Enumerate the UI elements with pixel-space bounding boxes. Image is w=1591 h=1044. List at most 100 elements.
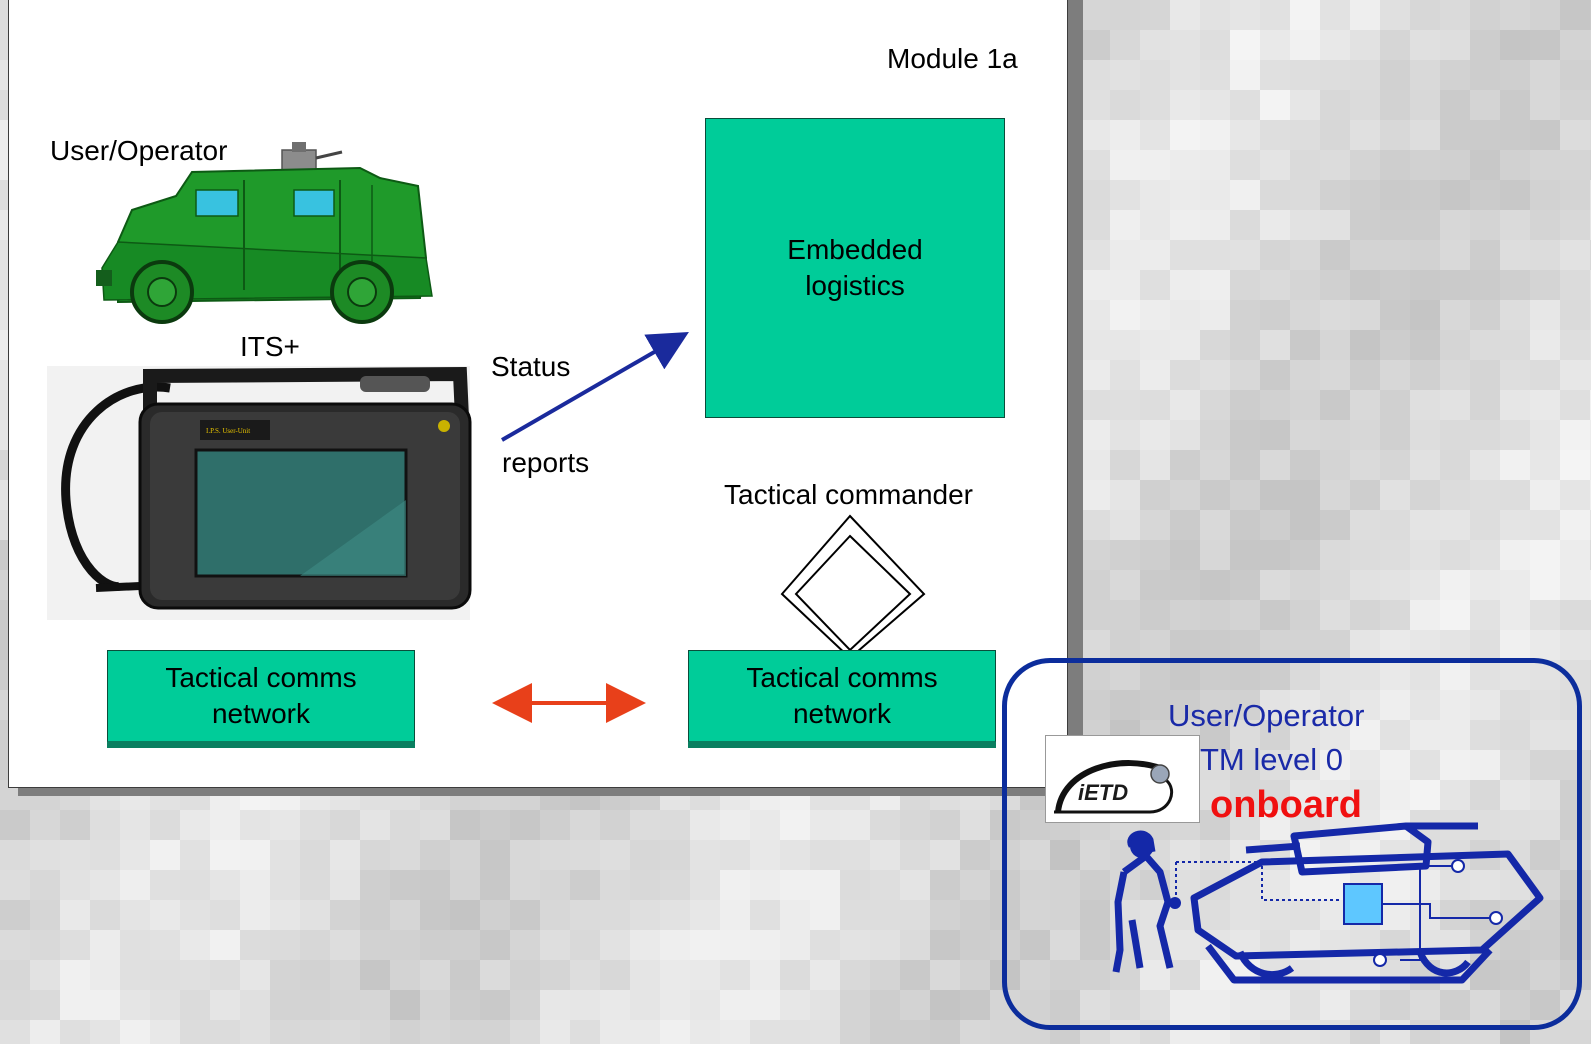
background-tile <box>1410 690 1440 720</box>
background-tile <box>270 900 300 930</box>
background-tile <box>1110 150 1140 180</box>
background-tile <box>420 990 450 1020</box>
background-tile <box>1560 330 1590 360</box>
background-tile <box>180 810 210 840</box>
background-tile <box>1140 690 1170 720</box>
background-tile <box>1440 0 1470 30</box>
background-tile <box>930 960 960 990</box>
background-tile <box>1410 360 1440 390</box>
background-tile <box>1380 390 1410 420</box>
background-tile <box>240 1020 270 1044</box>
background-tile <box>210 960 240 990</box>
background-tile <box>900 870 930 900</box>
background-tile <box>870 870 900 900</box>
background-tile <box>690 810 720 840</box>
background-tile <box>1500 60 1530 90</box>
background-tile <box>630 810 660 840</box>
background-tile <box>1560 1020 1590 1044</box>
background-tile <box>1350 450 1380 480</box>
background-tile <box>1170 450 1200 480</box>
background-tile <box>1260 540 1290 570</box>
background-tile <box>660 990 690 1020</box>
background-tile <box>1050 1020 1080 1044</box>
background-tile <box>900 810 930 840</box>
background-tile <box>1500 420 1530 450</box>
background-tile <box>1470 0 1500 30</box>
background-tile <box>1230 780 1260 810</box>
background-tile <box>1410 180 1440 210</box>
background-tile <box>1140 510 1170 540</box>
background-tile <box>1500 240 1530 270</box>
background-tile <box>720 960 750 990</box>
background-tile <box>150 930 180 960</box>
background-tile <box>1260 750 1290 780</box>
background-tile <box>450 810 480 840</box>
background-tile <box>1530 90 1560 120</box>
background-tile <box>1440 270 1470 300</box>
ietd-logo <box>1045 735 1200 823</box>
background-tile <box>1350 510 1380 540</box>
background-tile <box>0 930 30 960</box>
background-tile <box>120 990 150 1020</box>
background-tile <box>1170 510 1200 540</box>
background-tile <box>1140 210 1170 240</box>
background-tile <box>1200 210 1230 240</box>
background-tile <box>1110 1020 1140 1044</box>
background-tile <box>1110 180 1140 210</box>
background-tile <box>1350 780 1380 810</box>
background-tile <box>1080 540 1110 570</box>
background-tile <box>1200 840 1230 870</box>
background-tile <box>1470 600 1500 630</box>
background-tile <box>1350 300 1380 330</box>
background-tile <box>1410 300 1440 330</box>
background-tile <box>1410 630 1440 660</box>
background-tile <box>900 1020 930 1044</box>
background-tile <box>540 870 570 900</box>
background-tile <box>840 900 870 930</box>
background-tile <box>1230 420 1260 450</box>
background-tile <box>1290 540 1320 570</box>
background-tile <box>1500 180 1530 210</box>
background-tile <box>1290 420 1320 450</box>
background-tile <box>1320 780 1350 810</box>
background-tile <box>1020 840 1050 870</box>
background-tile <box>1230 0 1260 30</box>
background-tile <box>30 870 60 900</box>
background-tile <box>1470 540 1500 570</box>
background-tile <box>900 900 930 930</box>
background-tile <box>1230 510 1260 540</box>
background-tile <box>1260 810 1290 840</box>
background-tile <box>1290 480 1320 510</box>
background-tile <box>1470 330 1500 360</box>
background-tile <box>1440 600 1470 630</box>
background-tile <box>1290 720 1320 750</box>
background-tile <box>900 840 930 870</box>
background-tile <box>1500 540 1530 570</box>
background-tile <box>1530 120 1560 150</box>
background-tile <box>1290 0 1320 30</box>
background-tile <box>1260 60 1290 90</box>
background-tile <box>30 900 60 930</box>
background-tile <box>570 900 600 930</box>
background-tile <box>1230 60 1260 90</box>
background-tile <box>1560 90 1590 120</box>
background-tile <box>1200 900 1230 930</box>
onboard-panel <box>1002 658 1582 1030</box>
background-tile <box>60 990 90 1020</box>
background-tile <box>540 1020 570 1044</box>
background-tile <box>1470 630 1500 660</box>
background-tile <box>1170 1020 1200 1044</box>
background-tile <box>1290 240 1320 270</box>
background-tile <box>1080 870 1110 900</box>
background-tile <box>1380 1020 1410 1044</box>
background-tile <box>870 990 900 1020</box>
background-tile <box>630 960 660 990</box>
background-tile <box>1200 300 1230 330</box>
background-tile <box>1140 420 1170 450</box>
background-tile <box>1410 780 1440 810</box>
background-tile <box>810 960 840 990</box>
background-tile <box>1440 300 1470 330</box>
